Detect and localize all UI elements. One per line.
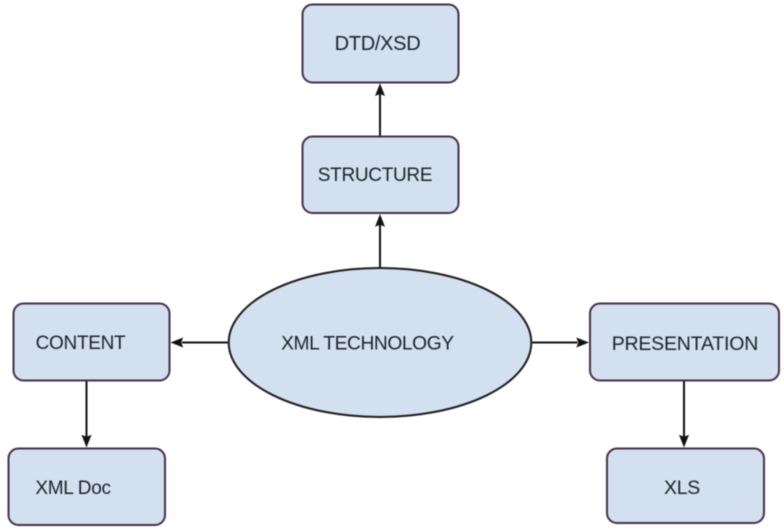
svg-text:DTD/XSD: DTD/XSD [335,33,421,55]
svg-text:XML TECHNOLOGY: XML TECHNOLOGY [281,334,454,355]
svg-text:PRESENTATION: PRESENTATION [612,333,758,355]
svg-text:STRUCTURE: STRUCTURE [318,165,432,186]
svg-text:CONTENT: CONTENT [36,333,126,354]
svg-text:XLS: XLS [664,477,700,499]
svg-text:XML Doc: XML Doc [35,478,110,499]
